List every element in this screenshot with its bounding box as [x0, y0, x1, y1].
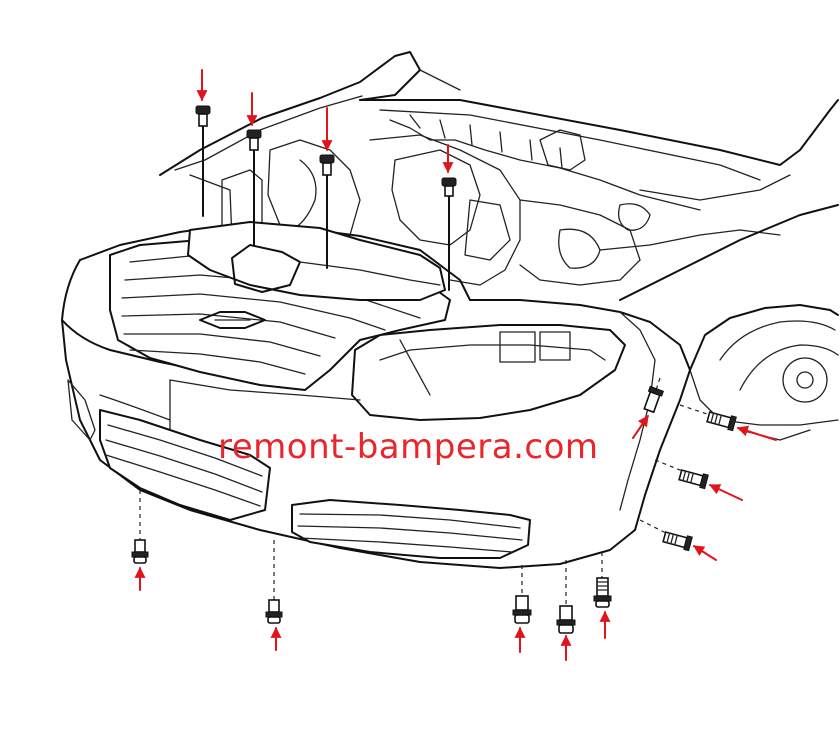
bottom-screw-5 [593, 577, 612, 608]
arrow-side-screw-4 [693, 545, 717, 561]
top-bolt-rods [202, 124, 450, 291]
watermark-text: remont-bampera.com [218, 427, 599, 467]
bottom-clip-1 [131, 539, 149, 564]
bottom-clip-4 [556, 605, 576, 634]
fender-and-wheel [619, 204, 839, 441]
top-bolt-4 [441, 177, 457, 197]
fastener-arrows [134, 69, 777, 661]
top-bolt-2 [246, 129, 262, 151]
side-screw-2 [706, 411, 737, 432]
install-guide-lines [139, 377, 711, 605]
top-bolt-3 [319, 154, 335, 176]
arrow-side-screw-2 [736, 425, 777, 441]
top-bolt-1 [195, 105, 211, 127]
fasteners [131, 105, 737, 634]
arrow-side-screw-3 [709, 484, 743, 501]
raised-hood [159, 51, 839, 181]
side-screw-3 [678, 469, 709, 490]
side-screw-4 [662, 531, 693, 552]
bottom-clip-3 [512, 595, 532, 624]
side-screw-1 [643, 385, 665, 414]
arrow-side-screw-1 [632, 415, 649, 439]
bumper-cover [61, 221, 691, 569]
bottom-clip-2 [265, 599, 283, 624]
